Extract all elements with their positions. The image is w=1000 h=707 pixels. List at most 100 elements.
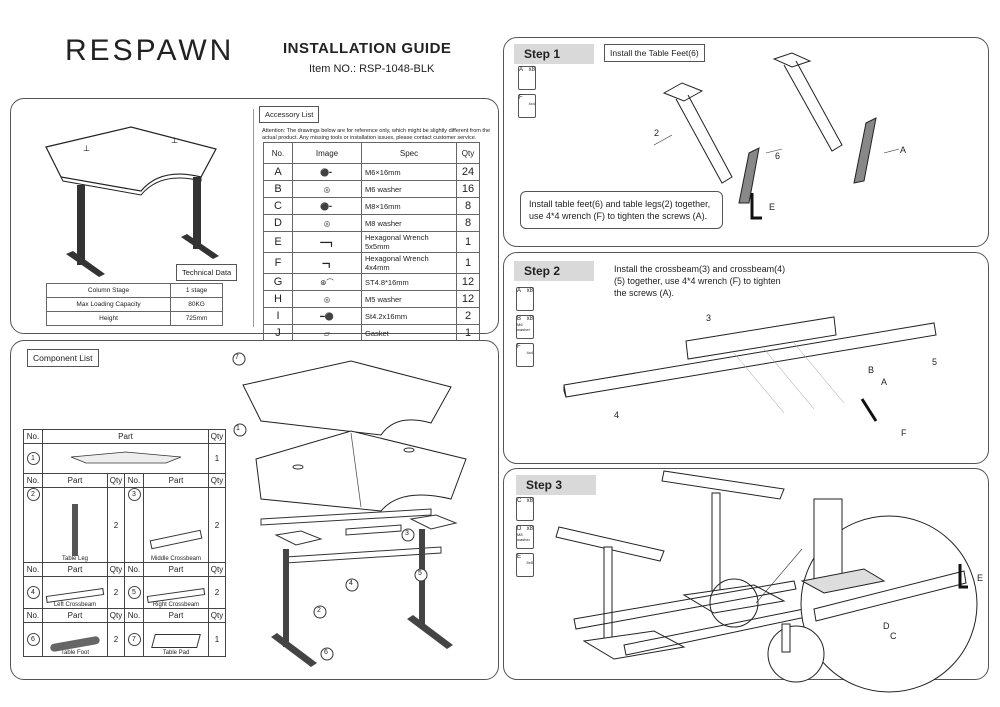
callout-D: D (883, 621, 890, 631)
row-qty: 1 (456, 324, 480, 342)
part-qty: 2 (208, 576, 226, 609)
svg-text:⊥: ⊥ (171, 136, 178, 145)
col-header: No. (23, 473, 43, 488)
col-header: Image (292, 142, 362, 164)
divider (253, 109, 254, 327)
col-header: Part (143, 562, 209, 577)
col-header: Part (42, 473, 108, 488)
row-qty: 2 (456, 307, 480, 325)
icon-qty: x8 (528, 67, 535, 73)
step1-label: Install the Table Feet(6) (604, 44, 705, 62)
screw-icon: ⚫╸ (292, 163, 362, 181)
col-header: No. (124, 562, 144, 577)
part-qty: 2 (107, 576, 125, 609)
col-header: Qty (456, 142, 480, 164)
icon-letter: D (517, 526, 522, 532)
callout-4: 4 (349, 580, 353, 587)
callout-5: 5 (418, 570, 422, 577)
step2-illustration (563, 316, 937, 422)
col-header: Qty (107, 608, 125, 623)
part-no: 2 (26, 488, 40, 501)
part-name: Middle Crossbeam (150, 556, 202, 562)
table-row: 4 Left Crossbeam 2 5 Right Crossbeam 2 (23, 576, 226, 609)
part-no: 7 (127, 633, 141, 646)
step3-tab: Step 3 (516, 475, 596, 495)
row-no: I (263, 307, 293, 325)
step3-illustration (555, 470, 978, 693)
step1-note: Install table feet(6) and table legs(2) … (520, 191, 723, 229)
col-header: Qty (107, 473, 125, 488)
icon-letter: F (517, 344, 521, 350)
part-qty: 2 (107, 622, 125, 657)
callout-7: 7 (235, 354, 239, 361)
part-name: Table Foot (60, 650, 90, 656)
callout-4: 4 (614, 410, 620, 420)
row-no: A (263, 163, 293, 181)
callout-E: E (977, 573, 984, 583)
table-foot-cell: Table Foot (42, 622, 108, 657)
part-no: 5 (127, 586, 141, 599)
item-number: Item NO.: RSP-1048-BLK (309, 63, 435, 75)
icon-qty: 5x5 (526, 560, 533, 565)
col-header: Spec (361, 142, 457, 164)
table-pad-cell: Table Pad (143, 622, 209, 657)
screw-icon: ⚫╸ (292, 197, 362, 215)
wrench-icon: ━━┓ (292, 231, 362, 253)
row-spec: Hexagonal Wrench 4x4mm (361, 252, 457, 274)
col-header: No. (23, 608, 43, 623)
table-leg-cell: Table Leg (42, 487, 108, 563)
tech-key: Column Stage (45, 283, 172, 298)
icon-letter: A (517, 288, 522, 294)
row-no: H (263, 290, 293, 308)
icon-letter: B (517, 316, 522, 322)
part-no: 1 (26, 452, 40, 465)
col-header: Qty (208, 608, 226, 623)
svg-text:⊥: ⊥ (83, 144, 90, 153)
desk-illustration: ⊥ ⊥ (45, 126, 219, 277)
col-header: Part (143, 473, 209, 488)
icon-letter: E (517, 554, 522, 560)
row-qty: 1 (456, 252, 480, 274)
row-no: F (263, 252, 293, 274)
row-no: D (263, 214, 293, 232)
part-name: Table Leg (61, 556, 89, 562)
callout-A: A (900, 145, 907, 155)
table-row: 6 Table Foot 2 7 Table Pad 1 (23, 622, 226, 657)
page-title: INSTALLATION GUIDE (283, 40, 452, 57)
row-spec: St4.2x16mm (361, 307, 457, 325)
brand-logo: RESPAWN (65, 34, 235, 67)
row-spec: ST4.8*16mm (361, 273, 457, 291)
col-header: No. (263, 142, 293, 164)
col-header: Qty (208, 429, 226, 444)
tech-value: 80KG (170, 297, 223, 312)
col-header: Part (143, 608, 209, 623)
technical-data-label: Technical Data (176, 264, 238, 281)
wrench-icon: E 5x5 (516, 553, 534, 577)
col-header: No. (23, 562, 43, 577)
part-qty: 2 (208, 487, 226, 563)
row-qty: 1 (456, 231, 480, 253)
row-spec: Hexagonal Wrench 5x5mm (361, 231, 457, 253)
row-spec: M5 washer (361, 290, 457, 308)
callout-F: F (901, 428, 907, 438)
step1-illustration (653, 52, 900, 220)
middle-crossbeam-cell: Middle Crossbeam (143, 487, 209, 563)
part-name: Table Pad (162, 650, 190, 656)
